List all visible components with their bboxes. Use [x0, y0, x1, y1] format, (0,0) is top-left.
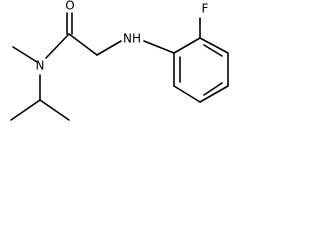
fluorine-atom-label: F [202, 2, 209, 16]
amine-nitrogen-atom-label: NH [123, 32, 141, 46]
bond-isopropyl-methyl-right [39, 99, 70, 121]
bond-carbonyl-to-amide-n [45, 33, 70, 59]
amide-nitrogen-atom-label: N [36, 59, 45, 73]
ring-inner-double-2 [203, 82, 223, 96]
ring-bond-c1-c2 [173, 37, 201, 54]
bond-n-to-methyl [12, 46, 38, 63]
chemical-structure-diagram: O F N NH [10, 0, 229, 121]
ring-bond-c5-c6 [173, 85, 201, 103]
bonds [10, 12, 229, 121]
ring-inner-double-1 [203, 44, 223, 57]
ring-bond-c4-c5 [199, 85, 229, 103]
bond-nh-to-aryl [143, 40, 175, 54]
bond-isopropyl-methyl-left [10, 99, 41, 121]
bond-ch2-to-nh [96, 40, 122, 56]
oxygen-atom-label: O [65, 0, 74, 13]
bond-carbonyl-to-ch2 [68, 33, 98, 56]
ring-bond-c2-c3 [199, 37, 229, 54]
